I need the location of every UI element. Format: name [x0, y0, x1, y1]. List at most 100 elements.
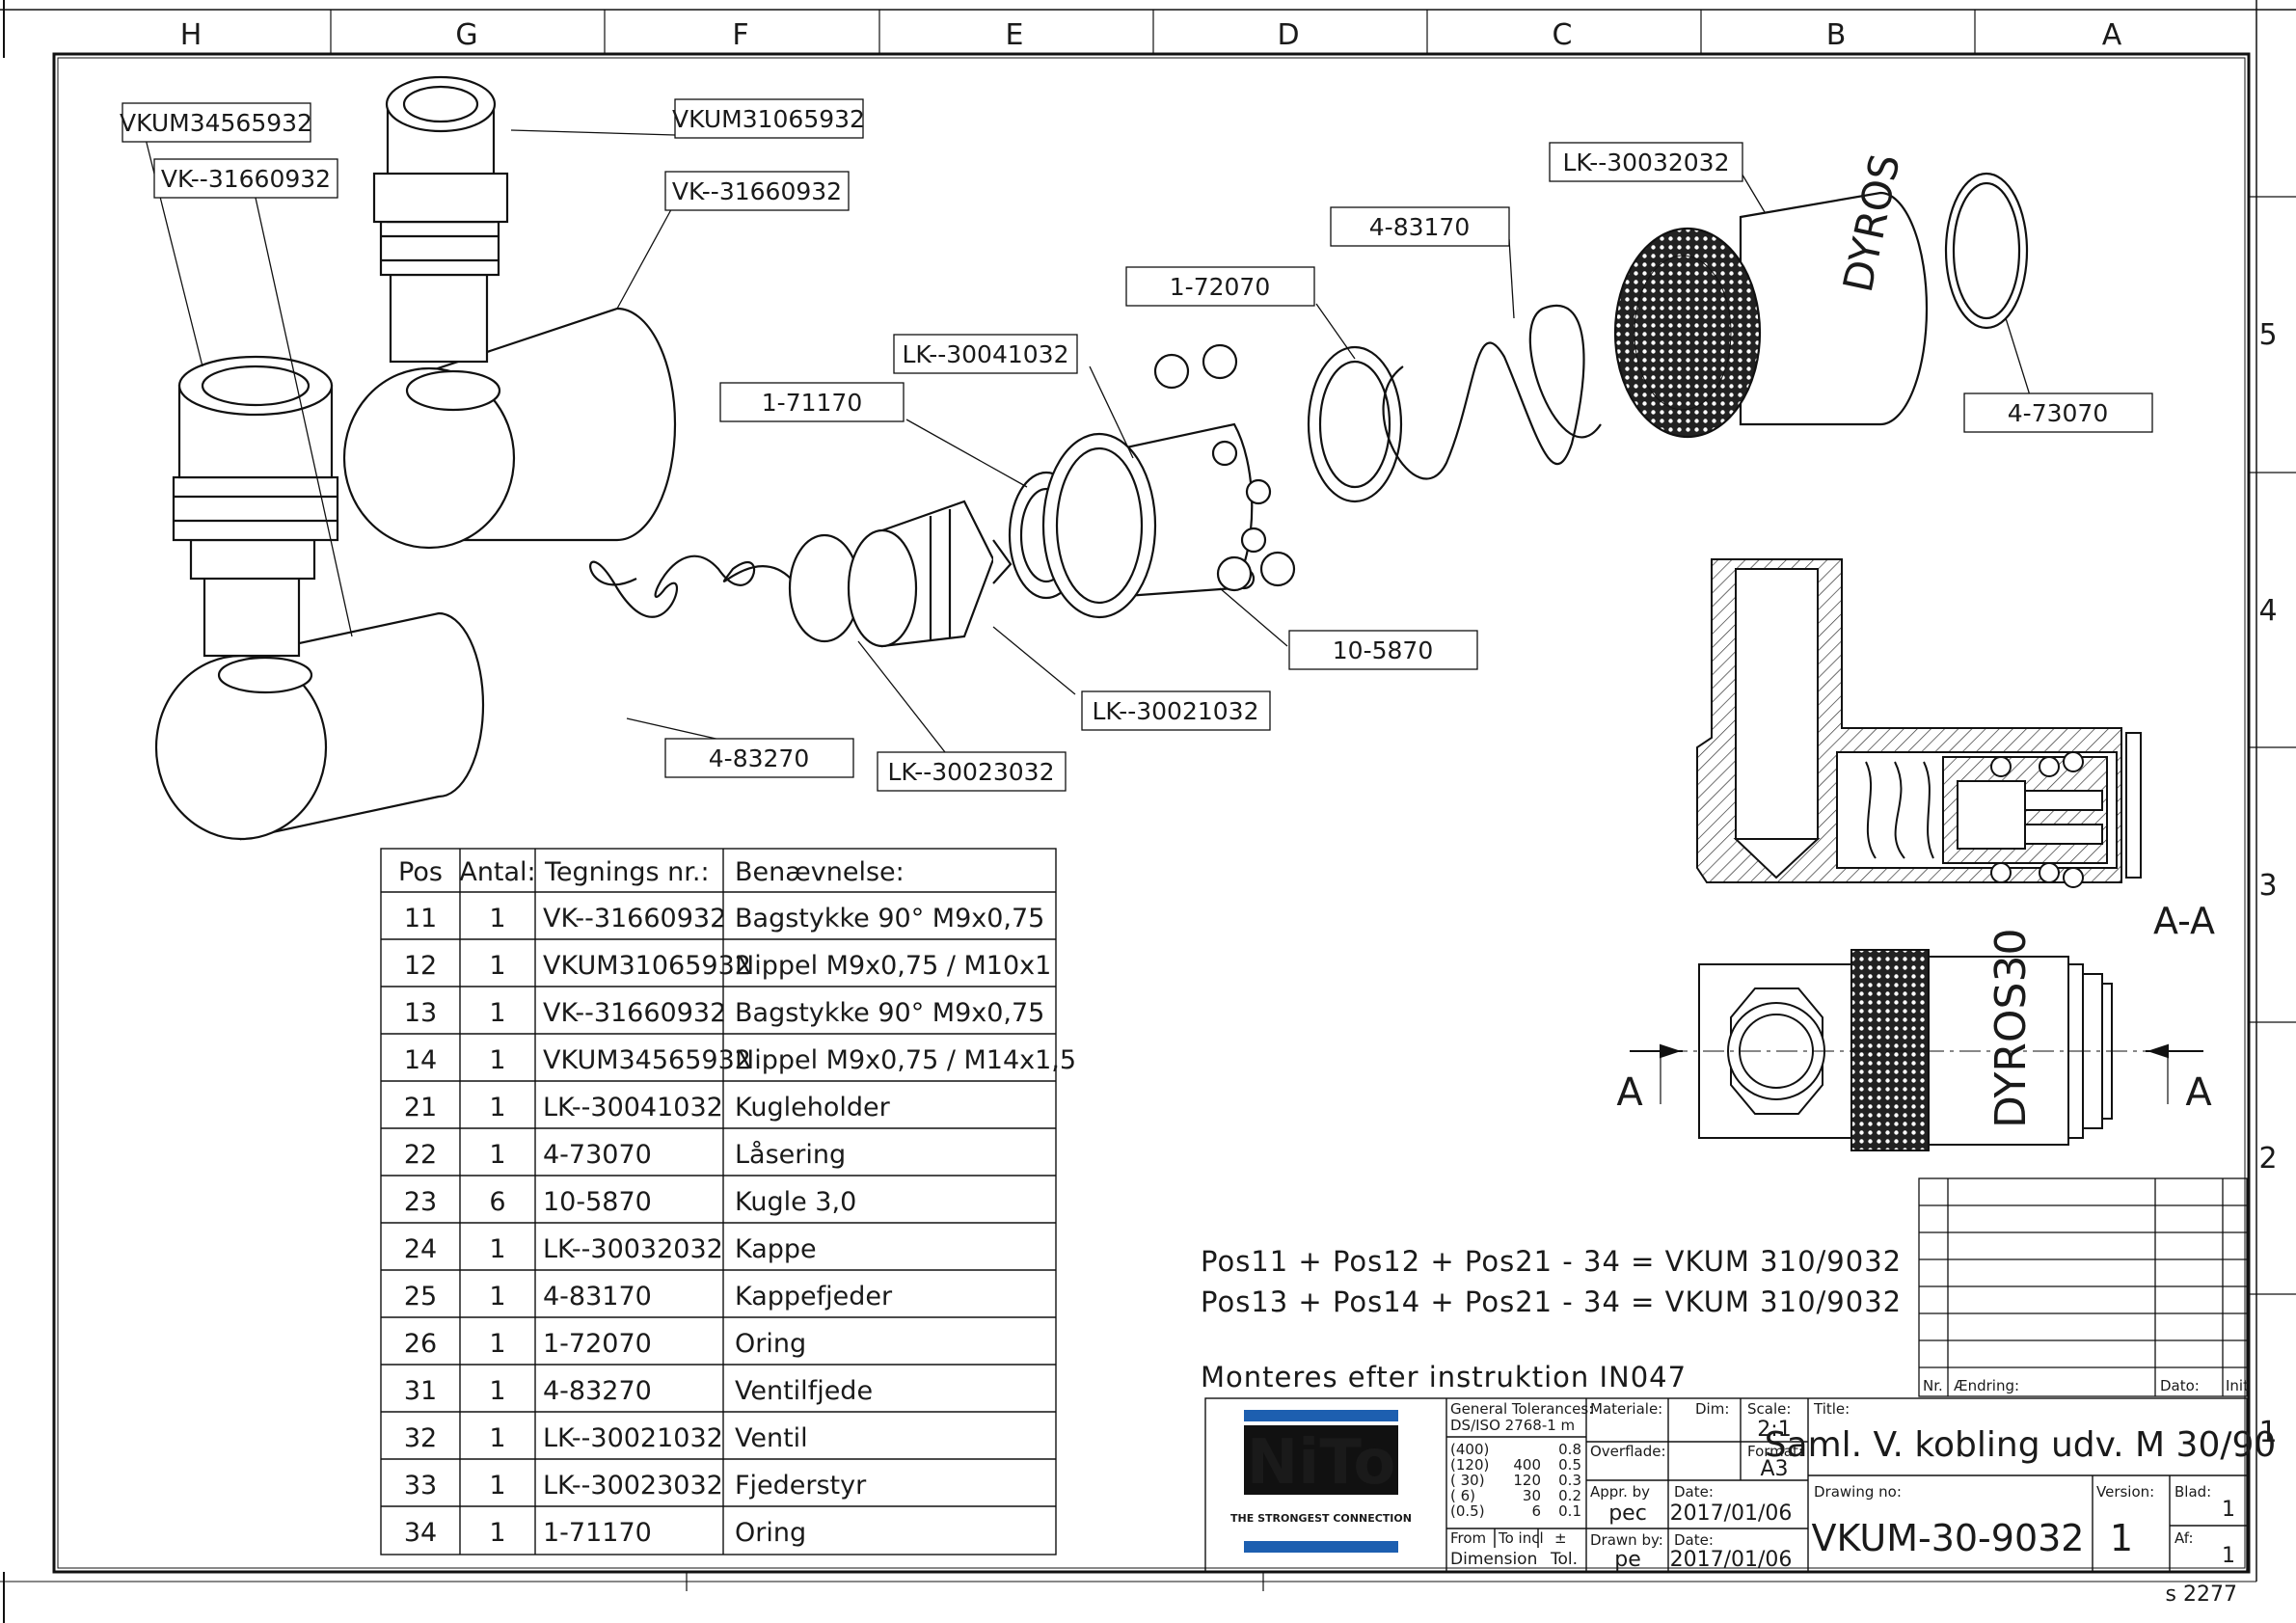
svg-text:1-71170: 1-71170	[543, 1518, 652, 1548]
svg-text:pec: pec	[1608, 1501, 1647, 1526]
svg-text:Init: Init	[2226, 1377, 2249, 1394]
svg-text:Nippel M9x0,75 / M14x1,5: Nippel M9x0,75 / M14x1,5	[735, 1045, 1076, 1075]
side-view	[1630, 949, 2203, 1151]
svg-text:0.1: 0.1	[1558, 1502, 1581, 1520]
callout-box	[1081, 690, 1271, 731]
callout-box	[664, 738, 854, 778]
callout-label: 4-83170	[1369, 213, 1470, 241]
svg-text:Format:: Format:	[1747, 1443, 1803, 1460]
section-view	[1696, 558, 2142, 888]
svg-text:VK--31660932: VK--31660932	[543, 904, 726, 933]
revision-block: Nr. Ændring: Dato: Init	[1918, 1177, 2249, 1397]
zone-labels-side: 5 4 3 2 1	[2258, 318, 2277, 1449]
callout-label: VKUM31065932	[672, 105, 865, 133]
callout-box	[893, 334, 1078, 374]
note-line: Monteres efter instruktion IN047	[1201, 1361, 1687, 1393]
note-line: Pos11 + Pos12 + Pos21 - 34 = VKUM 310/90…	[1201, 1245, 1902, 1278]
svg-text:Drawn by:: Drawn by:	[1590, 1531, 1663, 1549]
table-header: Antal:	[459, 857, 535, 887]
svg-text:1: 1	[489, 1376, 505, 1406]
svg-text:0.8: 0.8	[1558, 1441, 1581, 1458]
drawing-number: VKUM-30-9032	[1812, 1517, 2085, 1559]
callout-label: LK--30021032	[1093, 697, 1259, 725]
svg-text:LK--30032032: LK--30032032	[543, 1234, 723, 1264]
callout-label: VK--31660932	[161, 165, 331, 193]
svg-text:1: 1	[489, 1234, 505, 1264]
svg-text:2017/01/06: 2017/01/06	[1670, 1501, 1793, 1526]
callout-box	[1963, 392, 2153, 433]
svg-text:1: 1	[489, 1140, 505, 1170]
cap: DYROS	[1613, 149, 1929, 439]
svg-text:1: 1	[2222, 1498, 2235, 1522]
svg-text:24: 24	[404, 1234, 437, 1264]
svg-text:6: 6	[1531, 1502, 1541, 1520]
elbow-body-upper	[342, 307, 677, 550]
callout-label: VKUM34565932	[120, 109, 312, 137]
callout-box	[1288, 630, 1478, 670]
svg-text:Kappe: Kappe	[735, 1234, 817, 1264]
callout-label: 4-73070	[2008, 399, 2108, 427]
callout-box	[1330, 206, 1510, 247]
svg-text:VK--31660932: VK--31660932	[543, 998, 726, 1028]
svg-text:33: 33	[404, 1471, 437, 1501]
callout-box	[664, 171, 850, 211]
svg-text:DS/ISO 2768-1 m: DS/ISO 2768-1 m	[1450, 1417, 1575, 1434]
svg-text:(120): (120)	[1450, 1456, 1489, 1474]
svg-text:Drawing no:: Drawing no:	[1814, 1483, 1902, 1501]
table-header: Pos	[398, 857, 443, 887]
corner-code: s 2277	[2166, 1582, 2237, 1607]
svg-text:1: 1	[489, 904, 505, 933]
svg-text:Materiale:: Materiale:	[1590, 1400, 1662, 1418]
svg-text:From: From	[1450, 1529, 1486, 1547]
svg-text:Ændring:: Ændring:	[1954, 1377, 2019, 1394]
svg-text:LK--30041032: LK--30041032	[543, 1093, 723, 1123]
callouts: VKUM34565932 VK--31660932 VKUM31065932 V…	[120, 98, 2153, 792]
table-header: Benævnelse:	[735, 857, 905, 887]
svg-text:0.5: 0.5	[1558, 1456, 1581, 1474]
svg-text:Nr.: Nr.	[1923, 1377, 1943, 1394]
svg-text:Title:: Title:	[1813, 1400, 1850, 1418]
svg-text:Ventil: Ventil	[735, 1423, 808, 1453]
svg-text:±: ±	[1554, 1529, 1567, 1547]
callout-box	[877, 751, 1067, 792]
svg-text:2017/01/06: 2017/01/06	[1670, 1548, 1793, 1572]
svg-text:( 30): ( 30)	[1450, 1472, 1485, 1489]
drawing-version: 1	[2110, 1517, 2133, 1559]
callout-label: LK--30032032	[1563, 149, 1730, 176]
zone-label: 5	[2258, 318, 2277, 352]
svg-text:Overflade:: Overflade:	[1590, 1443, 1666, 1460]
callout-box	[1125, 266, 1315, 307]
svg-text:Oring: Oring	[735, 1329, 806, 1359]
svg-text:4-83270: 4-83270	[543, 1376, 652, 1406]
svg-text:32: 32	[404, 1423, 437, 1453]
svg-text:( 6): ( 6)	[1450, 1487, 1475, 1504]
nipple-large	[172, 355, 339, 658]
svg-text:VKUM34565932: VKUM34565932	[543, 1045, 751, 1075]
svg-text:10-5870: 10-5870	[543, 1187, 652, 1217]
valve-body	[847, 500, 1013, 648]
callout-box	[1549, 142, 1743, 182]
svg-text:To incl: To incl	[1498, 1529, 1544, 1547]
svg-text:Bagstykke 90° M9x0,75: Bagstykke 90° M9x0,75	[735, 904, 1044, 933]
zone-labels-top: H G F E D C B A	[180, 18, 2122, 52]
zone-label: 1	[2258, 1416, 2277, 1449]
svg-text:Fjederstyr: Fjederstyr	[735, 1471, 867, 1501]
section-label: A-A	[2153, 900, 2215, 942]
svg-text:1: 1	[2222, 1544, 2235, 1568]
exploded-view: DYROS	[154, 75, 2029, 841]
svg-text:pe: pe	[1614, 1548, 1641, 1572]
nito-logo: NiTo THE STRONGEST CONNECTION	[1230, 1410, 1412, 1553]
svg-text:4-83170: 4-83170	[543, 1282, 652, 1312]
svg-text:2:1: 2:1	[1757, 1418, 1791, 1442]
svg-text:30: 30	[1523, 1487, 1541, 1504]
section-marker-right: A	[2185, 1070, 2212, 1115]
svg-text:13: 13	[404, 998, 437, 1028]
svg-text:Tol.: Tol.	[1550, 1550, 1578, 1569]
svg-text:1-72070: 1-72070	[543, 1329, 652, 1359]
callout-label: VK--31660932	[672, 177, 842, 205]
svg-text:1: 1	[489, 1329, 505, 1359]
svg-text:21: 21	[404, 1093, 437, 1123]
svg-text:Date:: Date:	[1674, 1483, 1714, 1501]
svg-text:31: 31	[404, 1376, 437, 1406]
